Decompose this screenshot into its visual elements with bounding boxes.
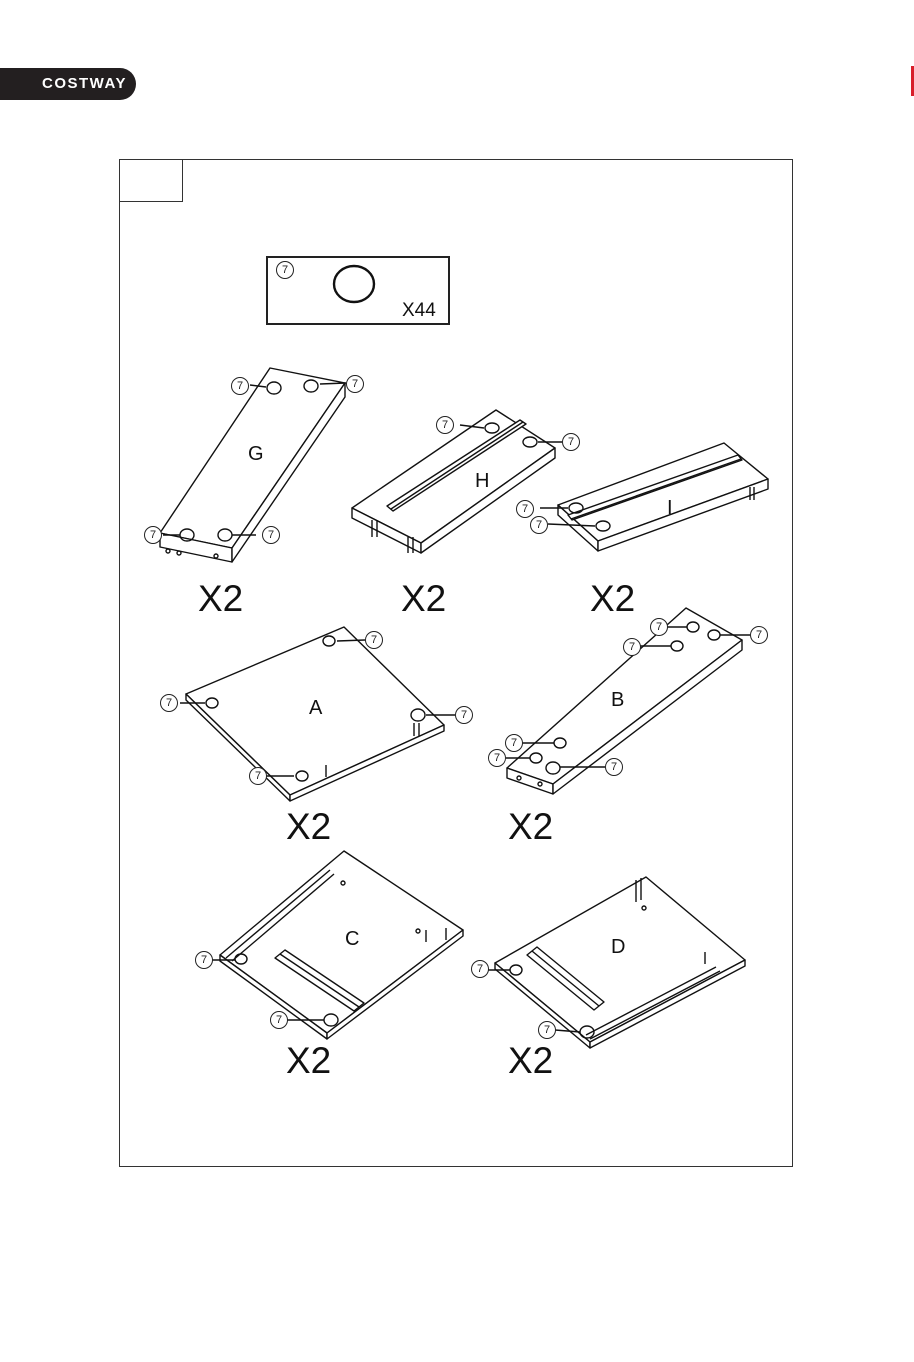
callout-7: 7 [471, 960, 489, 978]
cam-lock-washer-icon [334, 266, 374, 302]
callout-7: 7 [530, 516, 548, 534]
quantity-h: X2 [401, 578, 446, 620]
panel-letter-c: C [345, 928, 359, 951]
quantity-i: X2 [590, 578, 635, 620]
panel-b-drawing [506, 608, 750, 794]
panel-letter-h: H [475, 470, 489, 493]
callout-7: 7 [505, 734, 523, 752]
quantity-b: X2 [508, 806, 553, 848]
callout-7: 7 [160, 694, 178, 712]
callout-7: 7 [562, 433, 580, 451]
quantity-a: X2 [286, 806, 331, 848]
callout-7: 7 [650, 618, 668, 636]
panel-h-drawing [352, 410, 562, 553]
quantity-g: X2 [198, 578, 243, 620]
callout-7: 7 [249, 767, 267, 785]
callout-7: 7 [144, 526, 162, 544]
callout-7: 7 [270, 1011, 288, 1029]
callout-7: 7 [455, 706, 473, 724]
quantity-d: X2 [508, 1040, 553, 1082]
panel-letter-a: A [309, 697, 322, 720]
callout-7: 7 [195, 951, 213, 969]
panel-i-drawing [540, 443, 768, 551]
callout-7: 7 [231, 377, 249, 395]
callout-7: 7 [346, 375, 364, 393]
callout-7: 7 [516, 500, 534, 518]
callout-7: 7 [365, 631, 383, 649]
callout-7: 7 [262, 526, 280, 544]
panel-letter-b: B [611, 689, 624, 712]
callout-7: 7 [605, 758, 623, 776]
panel-letter-g: G [248, 443, 264, 466]
callout-7: 7 [488, 749, 506, 767]
panel-letter-d: D [611, 936, 625, 959]
callout-7: 7 [750, 626, 768, 644]
panel-d-drawing [488, 877, 745, 1048]
quantity-c: X2 [286, 1040, 331, 1082]
callout-7: 7 [436, 416, 454, 434]
callout-7: 7 [538, 1021, 556, 1039]
callout-7: 7 [623, 638, 641, 656]
panel-c-drawing [210, 851, 463, 1039]
panel-letter-i: I [667, 497, 673, 520]
